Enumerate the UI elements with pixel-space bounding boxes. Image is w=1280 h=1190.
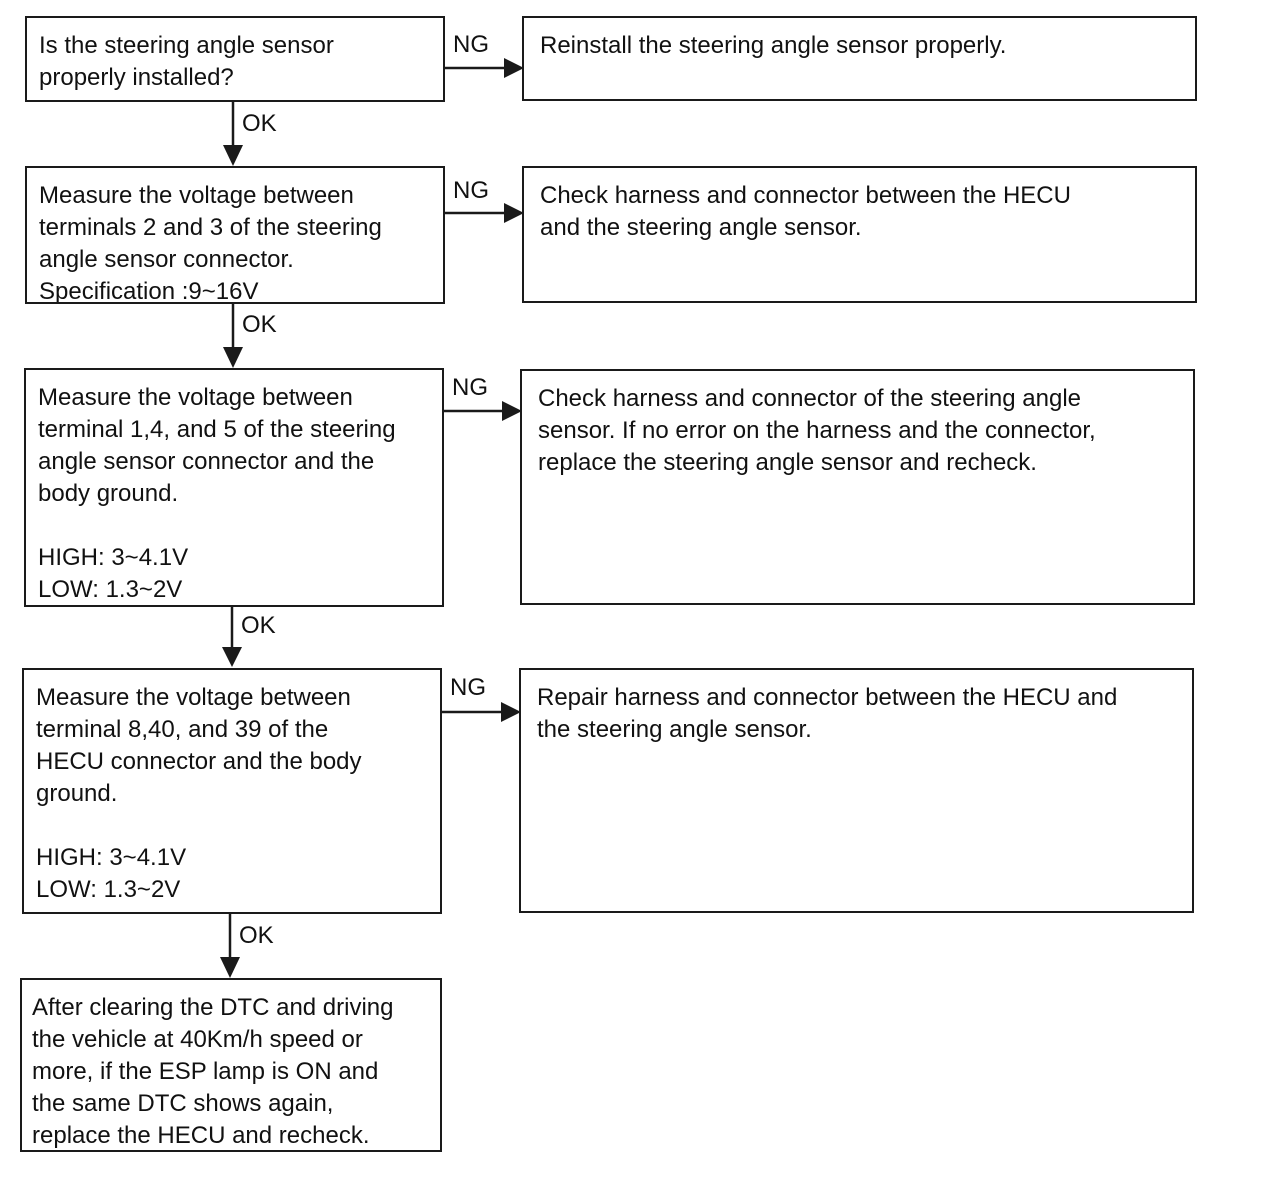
action-box-2: Check harness and connector between the …: [522, 166, 1197, 303]
ng-arrowhead-4: [501, 702, 521, 722]
action-box-4: Repair harness and connector between the…: [519, 668, 1194, 913]
step-box-1: Is the steering angle sensor properly in…: [25, 16, 445, 102]
ng-label-3: NG: [452, 374, 488, 401]
ok-arrowhead-3: [222, 647, 242, 667]
ng-arrowhead-1: [504, 58, 524, 78]
step-box-5: After clearing the DTC and driving the v…: [20, 978, 442, 1152]
step-box-3: Measure the voltage between terminal 1,4…: [24, 368, 444, 607]
ok-arrowhead-2: [223, 347, 243, 368]
ok-arrowhead-4: [220, 957, 240, 978]
ok-label-1: OK: [242, 110, 277, 137]
step-box-2: Measure the voltage between terminals 2 …: [25, 166, 445, 304]
ng-label-1: NG: [453, 31, 489, 58]
step-box-4: Measure the voltage between terminal 8,4…: [22, 668, 442, 914]
ng-label-2: NG: [453, 177, 489, 204]
action-box-3: Check harness and connector of the steer…: [520, 369, 1195, 605]
ng-arrowhead-2: [504, 203, 524, 223]
ok-label-3: OK: [241, 612, 276, 639]
ng-label-4: NG: [450, 674, 486, 701]
action-box-1: Reinstall the steering angle sensor prop…: [522, 16, 1197, 101]
ok-label-2: OK: [242, 311, 277, 338]
ng-arrowhead-3: [502, 401, 522, 421]
ok-arrowhead-1: [223, 145, 243, 166]
ok-label-4: OK: [239, 922, 274, 949]
